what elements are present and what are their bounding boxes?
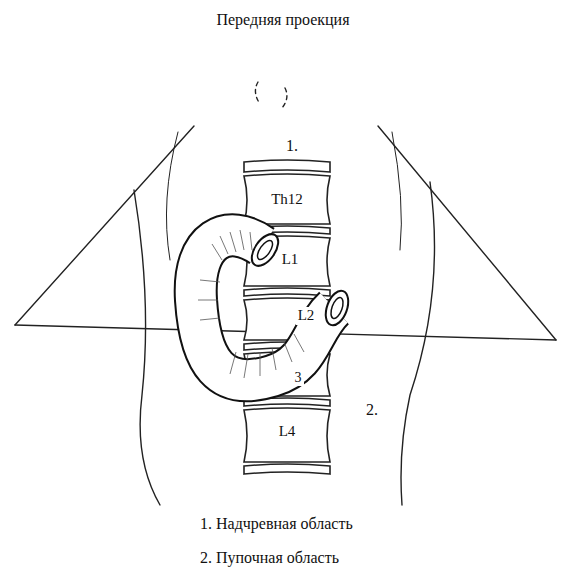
diagram-title: Передняя проекция — [216, 11, 349, 29]
vertebra-label: Th12 — [271, 191, 303, 208]
region-number: 1. — [286, 137, 298, 155]
legend-text: 1. Надчревная область — [200, 515, 353, 533]
vertebra-label: L2 — [296, 307, 317, 324]
region-number: 2. — [366, 401, 378, 419]
vertebra-label: 3 — [293, 370, 304, 386]
vertebra-label: L4 — [279, 423, 296, 440]
legend-text: 2. Пупочная область — [200, 549, 339, 567]
vertebra-label: L1 — [280, 251, 301, 268]
